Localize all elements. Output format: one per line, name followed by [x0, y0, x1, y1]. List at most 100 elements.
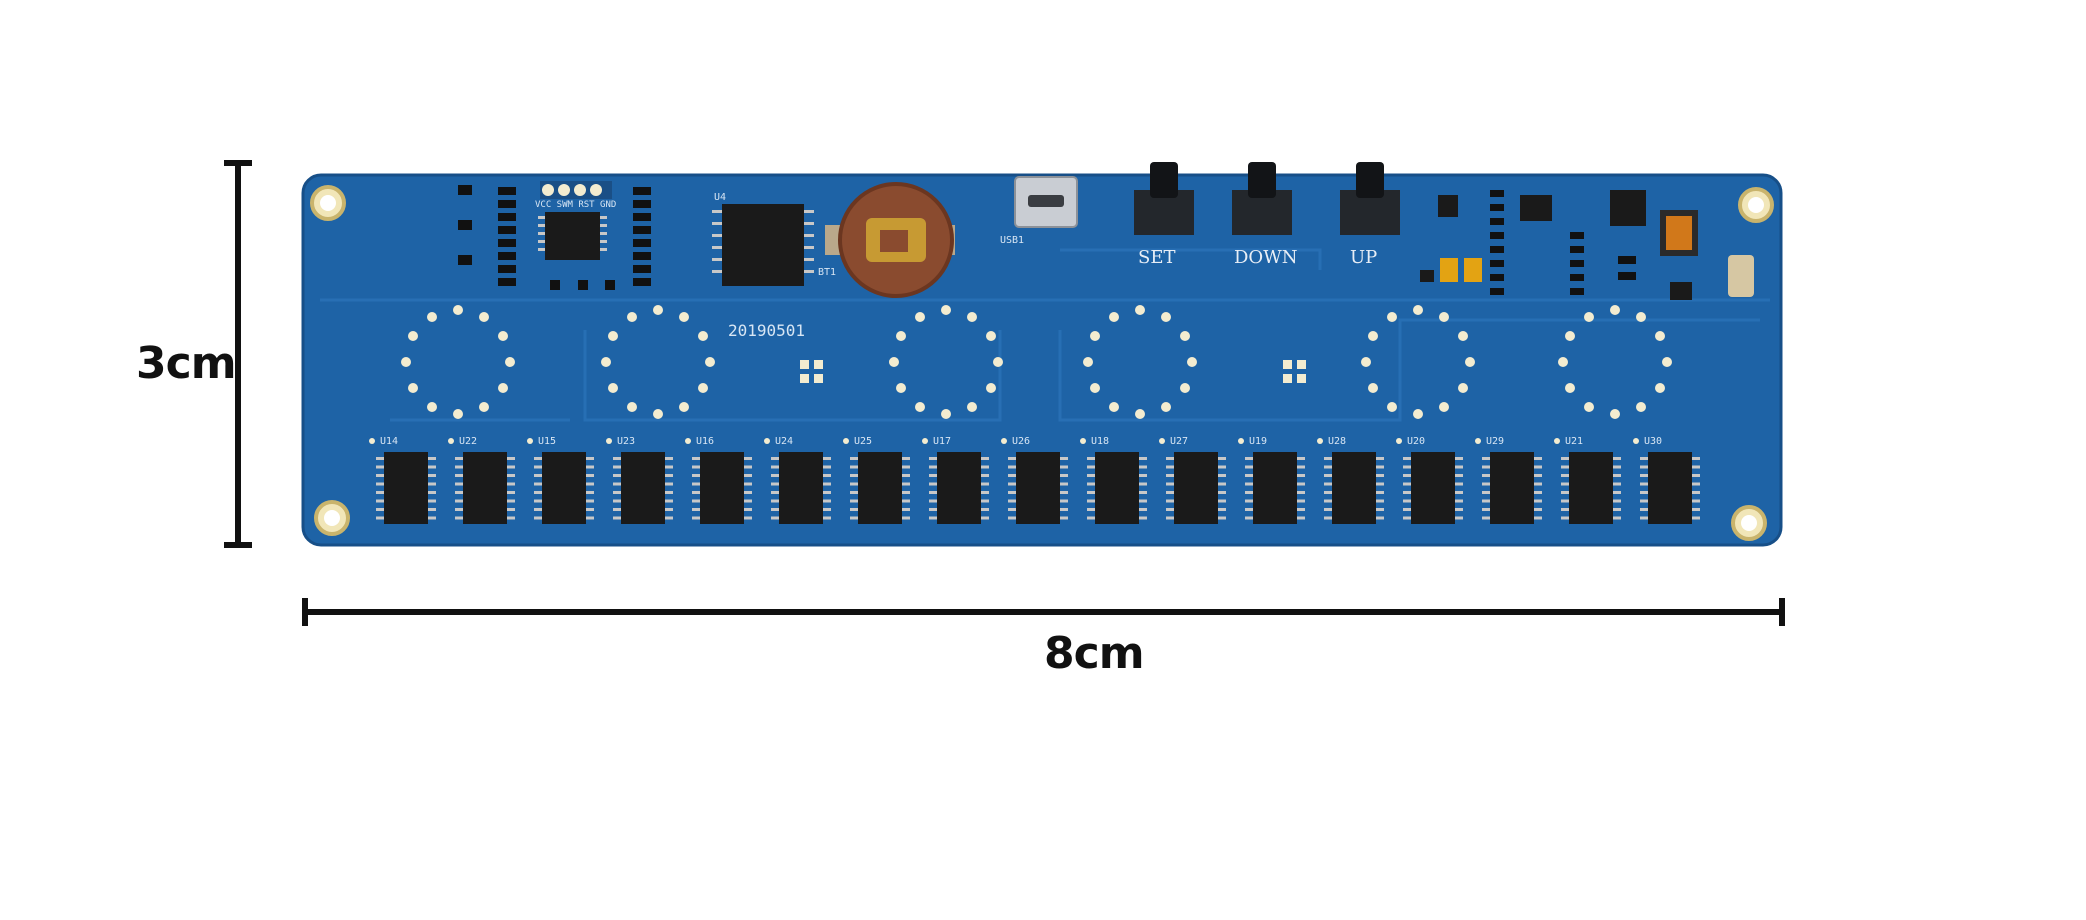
tube-pad — [915, 402, 925, 412]
tube-pad — [1565, 383, 1575, 393]
tube-pad — [401, 357, 411, 367]
battery-ref: BT1 — [818, 267, 836, 278]
tube-pad — [986, 383, 996, 393]
tube-pad — [627, 402, 637, 412]
tube-pad — [1458, 383, 1468, 393]
tube-pad — [408, 331, 418, 341]
driver-chip: U19 — [1238, 436, 1305, 524]
driver-chip-label: U18 — [1091, 436, 1109, 447]
driver-chip: U26 — [1001, 436, 1068, 524]
tube-pad — [1610, 305, 1620, 315]
driver-chip-label: U30 — [1644, 436, 1662, 447]
driver-chip-label: U19 — [1249, 436, 1267, 447]
driver-chip: U16 — [685, 436, 752, 524]
chip-u4-label: U4 — [714, 192, 726, 203]
tube-pad — [698, 383, 708, 393]
tube-pad — [1558, 357, 1568, 367]
tube-pad — [1135, 409, 1145, 419]
tube-pad — [1368, 383, 1378, 393]
tube-pad — [1413, 305, 1423, 315]
driver-chip: U30 — [1633, 436, 1700, 524]
separator-pad — [1297, 360, 1306, 369]
separator-pads — [800, 360, 1306, 383]
smd-cluster-right — [1420, 190, 1754, 300]
height-dimension-label: 3cm — [136, 338, 237, 389]
tube-pad — [1465, 357, 1475, 367]
tube-pad — [608, 331, 618, 341]
driver-chip-label: U29 — [1486, 436, 1504, 447]
tube-pad — [653, 305, 663, 315]
tube-pad — [993, 357, 1003, 367]
tube-pad — [498, 331, 508, 341]
driver-chip: U14 — [369, 436, 436, 524]
button-set: SET — [1134, 162, 1194, 268]
tube-pad — [1439, 312, 1449, 322]
driver-chip-label: U24 — [775, 436, 793, 447]
tube-pad — [896, 383, 906, 393]
separator-pad — [814, 374, 823, 383]
separator-pad — [1297, 374, 1306, 383]
driver-chip-label: U26 — [1012, 436, 1030, 447]
tube-pad — [608, 383, 618, 393]
tube-pad — [1109, 402, 1119, 412]
tube-pad — [1655, 331, 1665, 341]
tube-pad — [1083, 357, 1093, 367]
tube-pad — [498, 383, 508, 393]
tube-pad — [1439, 402, 1449, 412]
width-dimension-bar — [302, 598, 1785, 626]
tube-pad — [1387, 402, 1397, 412]
programmer-header: VCC SWM RST GND — [535, 181, 616, 210]
driver-chip: U25 — [843, 436, 910, 524]
tube-pad-rings — [401, 305, 1672, 419]
tube-pad — [1636, 312, 1646, 322]
tube-pad — [698, 331, 708, 341]
height-dimension-bar — [224, 160, 252, 548]
tube-pad — [1090, 383, 1100, 393]
tube-pad — [453, 305, 463, 315]
usb-ref: USB1 — [1000, 235, 1024, 246]
driver-chip-label: U20 — [1407, 436, 1425, 447]
tube-pad — [1161, 312, 1171, 322]
driver-chip: U18 — [1080, 436, 1147, 524]
button-set-label: SET — [1138, 247, 1175, 268]
driver-chip-label: U23 — [617, 436, 635, 447]
mounting-holes — [310, 185, 1774, 541]
separator-pad — [1283, 360, 1292, 369]
tube-pad — [427, 402, 437, 412]
driver-chip-label: U16 — [696, 436, 714, 447]
tube-pad — [915, 312, 925, 322]
driver-chip-label: U17 — [933, 436, 951, 447]
tube-pad — [1180, 331, 1190, 341]
tube-pad — [408, 383, 418, 393]
tube-pad — [653, 409, 663, 419]
tube-pad — [1368, 331, 1378, 341]
battery-holder: BT1 — [818, 182, 955, 298]
tube-pad — [453, 409, 463, 419]
tube-pad — [679, 402, 689, 412]
programmer-header-label: VCC SWM RST GND — [535, 200, 616, 210]
width-dimension-label: 8cm — [1044, 628, 1145, 679]
tube-pad — [505, 357, 515, 367]
tube-pad — [679, 312, 689, 322]
button-up: UP — [1340, 162, 1400, 268]
tube-pad — [1187, 357, 1197, 367]
driver-chip: U27 — [1159, 436, 1226, 524]
tube-pad — [1584, 402, 1594, 412]
date-code: 20190501 — [728, 321, 805, 340]
tube-pad — [601, 357, 611, 367]
driver-chip: U24 — [764, 436, 831, 524]
tube-pad — [941, 409, 951, 419]
driver-chip: U20 — [1396, 436, 1463, 524]
chip-u6 — [538, 212, 607, 260]
driver-chip-label: U15 — [538, 436, 556, 447]
separator-pad — [814, 360, 823, 369]
tube-pad — [1636, 402, 1646, 412]
driver-chip-label: U25 — [854, 436, 872, 447]
tube-pad — [1584, 312, 1594, 322]
driver-chip-label: U14 — [380, 436, 398, 447]
driver-chip: U28 — [1317, 436, 1384, 524]
separator-pad — [1283, 374, 1292, 383]
chip-u4: U4 — [712, 192, 814, 286]
